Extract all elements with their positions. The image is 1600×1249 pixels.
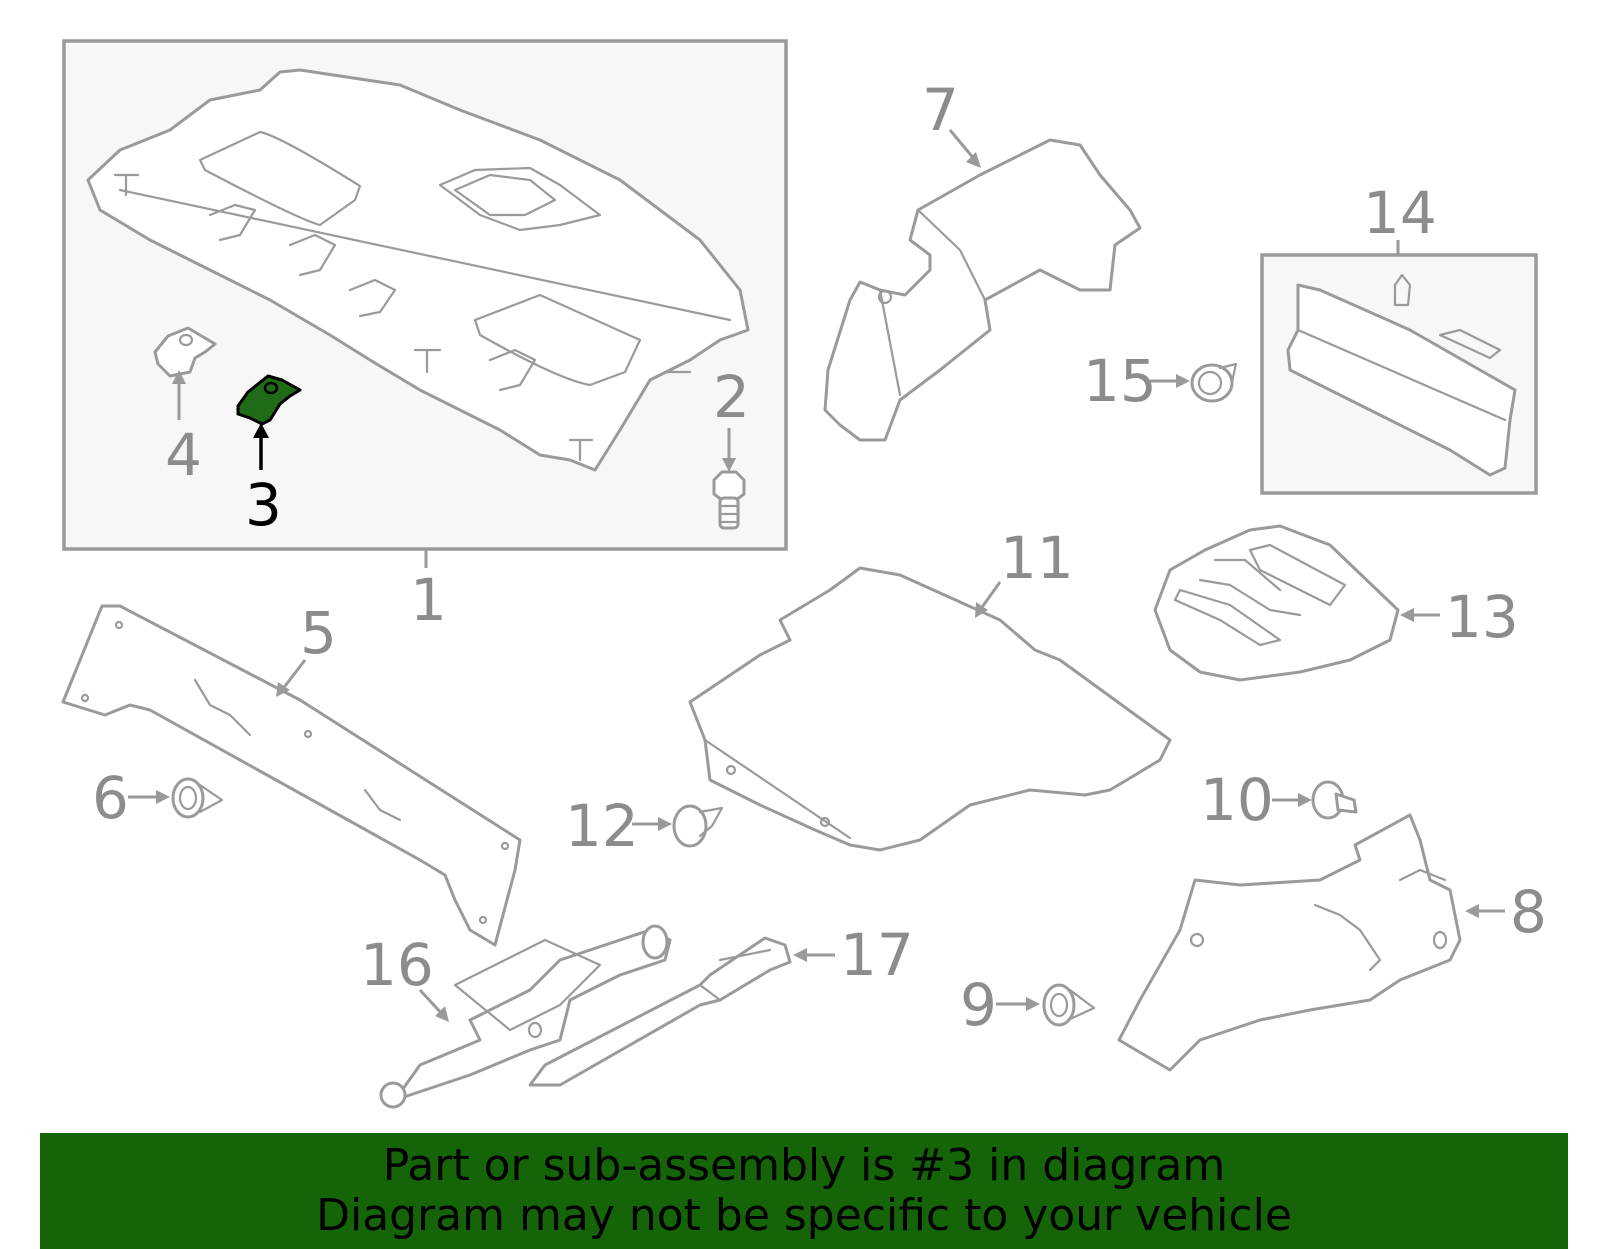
banner-line-1: Part or sub-assembly is #3 in diagram bbox=[382, 1140, 1226, 1191]
part-14-trim-panel[interactable] bbox=[1286, 273, 1517, 477]
callout-14: 14 bbox=[1363, 179, 1437, 247]
part-4-bracket[interactable] bbox=[153, 326, 217, 378]
callout-3: 3 bbox=[245, 471, 282, 539]
leader-11 bbox=[978, 581, 1002, 611]
callout-4: 4 bbox=[165, 421, 202, 489]
leader-16 bbox=[418, 988, 445, 1017]
part-6-clip[interactable] bbox=[171, 777, 224, 819]
callout-8: 8 bbox=[1510, 878, 1547, 946]
banner-line-2: Diagram may not be specific to your vehi… bbox=[316, 1190, 1292, 1241]
callout-12: 12 bbox=[565, 792, 639, 860]
callout-6: 6 bbox=[92, 764, 129, 832]
part-2-bolt[interactable] bbox=[712, 470, 746, 530]
callout-1: 1 bbox=[410, 566, 447, 634]
info-banner: Part or sub-assembly is #3 in diagram Di… bbox=[40, 1133, 1568, 1249]
part-5-trim-panel[interactable] bbox=[61, 604, 522, 947]
part-10-clip[interactable] bbox=[1311, 780, 1358, 820]
leader-5 bbox=[280, 659, 307, 691]
part-15-clip[interactable] bbox=[1190, 362, 1238, 403]
package-tray-trim[interactable] bbox=[86, 68, 750, 472]
callout-16: 16 bbox=[360, 931, 434, 999]
callout-15: 15 bbox=[1083, 347, 1157, 415]
callout-10: 10 bbox=[1200, 766, 1274, 834]
callout-2: 2 bbox=[713, 363, 750, 431]
part-7-trunk-side-trim-upper[interactable] bbox=[823, 138, 1142, 442]
callout-5: 5 bbox=[300, 599, 337, 667]
part-13-tire-cover[interactable] bbox=[1153, 524, 1400, 682]
part-12-clip[interactable] bbox=[672, 804, 724, 848]
part-16-jack[interactable] bbox=[379, 924, 672, 1109]
part-11-floor-mat[interactable] bbox=[688, 566, 1172, 852]
part-3-highlighted-bracket[interactable] bbox=[236, 374, 302, 426]
callout-11: 11 bbox=[1000, 524, 1074, 592]
callout-7: 7 bbox=[922, 76, 959, 144]
part-17-jack-handle[interactable] bbox=[528, 936, 792, 1087]
callout-17: 17 bbox=[840, 921, 914, 989]
part-8-trunk-side-trim-lower[interactable] bbox=[1117, 813, 1462, 1072]
callout-13: 13 bbox=[1445, 583, 1519, 651]
callout-9: 9 bbox=[960, 971, 997, 1039]
leader-7 bbox=[948, 129, 977, 161]
part-9-clip[interactable] bbox=[1042, 983, 1096, 1027]
